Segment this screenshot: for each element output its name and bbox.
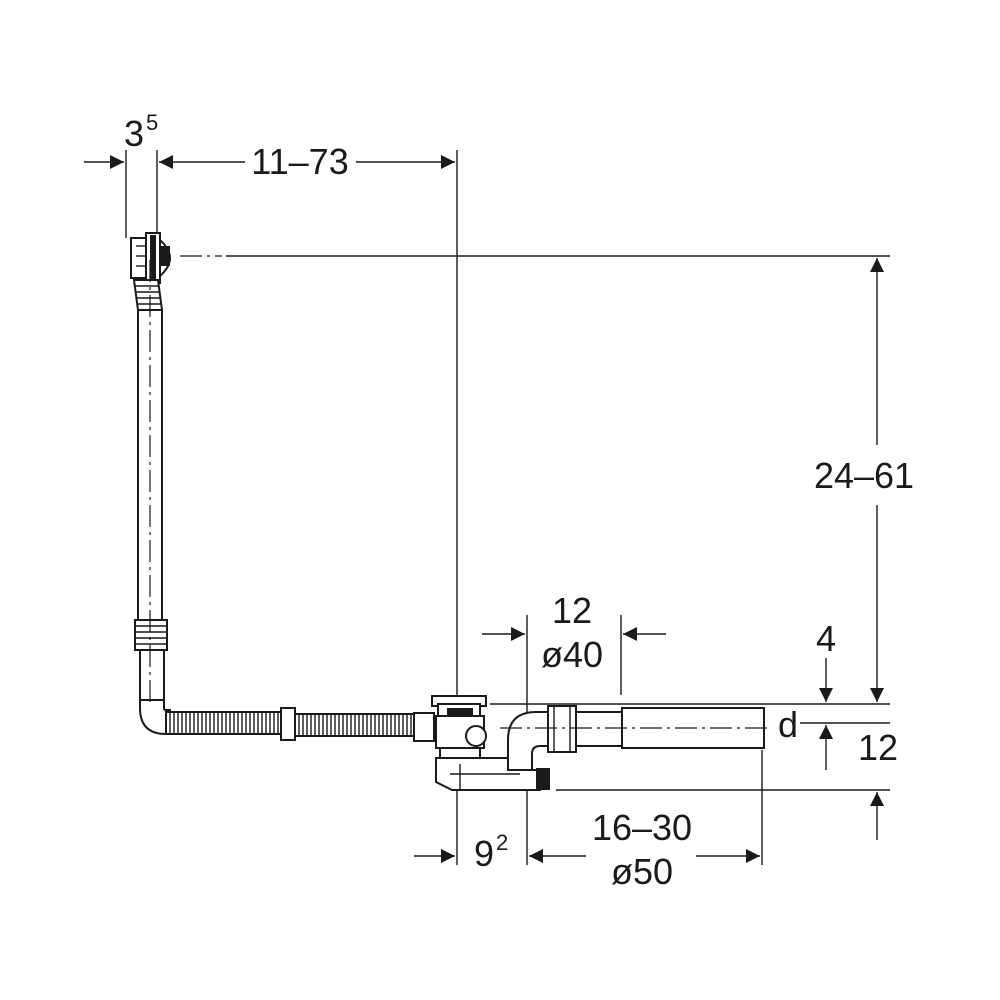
corrugated-hose: [165, 707, 435, 742]
dimension-lines: [84, 155, 884, 863]
extension-lines: [125, 150, 890, 865]
label-waste-offset: 9: [474, 833, 494, 874]
label-outlet-offset: 12: [552, 590, 592, 631]
label-height-range: 24–61: [814, 455, 914, 496]
dimension-labels: 3 5 11–73 24–61 12 ø40 4 12 d 9 2 16–30 …: [124, 110, 914, 892]
label-overflow-distance: 11–73: [251, 141, 348, 182]
label-pipe-diameter: ø50: [611, 851, 673, 892]
label-trap-depth: 12: [858, 727, 898, 768]
label-pipe-length: 16–30: [592, 807, 692, 848]
label-outlet-diameter: ø40: [541, 634, 603, 675]
waste-outlet-pipe: [500, 705, 770, 771]
label-pipe-d: d: [778, 704, 798, 745]
overflow-pipe: [132, 260, 171, 735]
label-overflow-offset-sup: 5: [146, 110, 158, 135]
label-overflow-offset: 3: [124, 113, 144, 154]
label-waste-offset-sup: 2: [496, 830, 508, 855]
label-top-offset: 4: [816, 618, 836, 659]
